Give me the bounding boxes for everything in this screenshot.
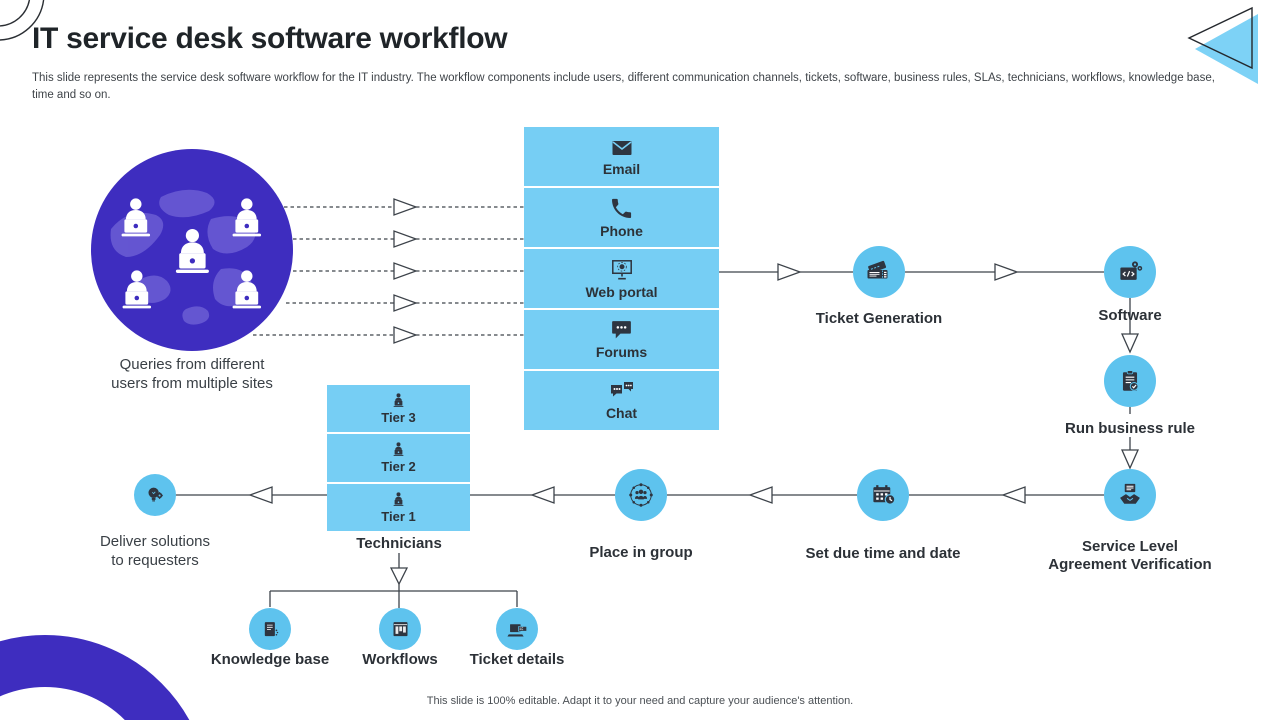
editable-note: This slide is 100% editable. Adapt it to… [426,695,854,707]
run-business-rule-node [1104,355,1156,407]
users-globe [91,149,293,351]
channel-label: Phone [600,223,643,239]
knowledge-base-node [249,608,291,650]
tier-2: Tier 2 [327,434,470,482]
group-network-icon [629,483,653,507]
channel-email: Email [524,127,719,186]
technician-icon [393,442,404,457]
software-label: Software [1098,307,1162,324]
users-icon [121,198,262,309]
place-in-group-label: Place in group [589,544,693,561]
tier-3: Tier 3 [327,385,470,433]
dashed-query-lines [253,206,524,336]
forums-icon [612,321,631,339]
software-node [1104,246,1156,298]
place-in-group-node [615,469,667,521]
world-map [110,189,262,325]
ticket-generation-label: Ticket Generation [815,310,943,327]
channel-forums: Forums [524,310,719,369]
tier-label: Tier 3 [381,410,416,426]
tier-label: Tier 2 [381,459,416,475]
knowledge-base-icon [264,621,278,636]
slide-description: This slide represents the service desk s… [32,72,1215,101]
set-due-label: Set due time and date [805,545,961,562]
technician-icon [393,393,404,408]
channel-stack: Email Phone Web portal Forums [524,127,719,430]
ticket-icon [867,260,888,279]
handshake-icon [1120,483,1140,504]
channel-web-portal: Web portal [524,249,719,308]
ticket-generation-node [853,246,905,298]
tier-label: Tier 1 [381,508,416,524]
bulb-gear-icon [148,487,163,502]
tier-1: Tier 1 [327,483,470,531]
ring-decoration [0,635,210,720]
channel-phone: Phone [524,188,719,247]
workflows-label: Workflows [362,651,438,668]
channel-label: Web portal [585,283,658,300]
technician-icon [393,492,404,506]
knowledge-base-label: Knowledge base [210,651,330,668]
email-icon [612,140,631,155]
ticket-details-icon [506,623,527,636]
run-business-rule-label: Run business rule [1064,420,1196,437]
sla-verification-label: Service Level Agreement Verification [1048,538,1212,573]
deliver-solutions-label: Deliver solutions to requesters [99,533,211,569]
set-due-node [857,469,909,521]
workflows-icon [393,621,407,636]
web-portal-icon [611,259,632,279]
users-caption: Queries from different users from multip… [111,356,273,392]
channel-label: Email [602,160,641,177]
software-icon [1119,260,1142,280]
calendar-clock-icon [872,484,895,505]
clipboard-check-icon [1122,369,1139,391]
page-title: IT service desk software workflow [32,22,508,55]
phone-icon [612,198,632,218]
technician-tiers: Tier 3 Tier 2 Tier 1 [327,385,470,531]
ticket-details-label: Ticket details [469,651,565,668]
deliver-solutions-node [134,474,176,516]
technicians-label: Technicians [356,535,442,552]
chat-icon [610,381,633,396]
sla-verification-node [1104,469,1156,521]
workflows-node [379,608,421,650]
channel-label: Chat [605,404,638,421]
ticket-details-node [496,608,538,650]
channel-chat: Chat [524,371,719,430]
channel-label: Forums [595,344,648,360]
